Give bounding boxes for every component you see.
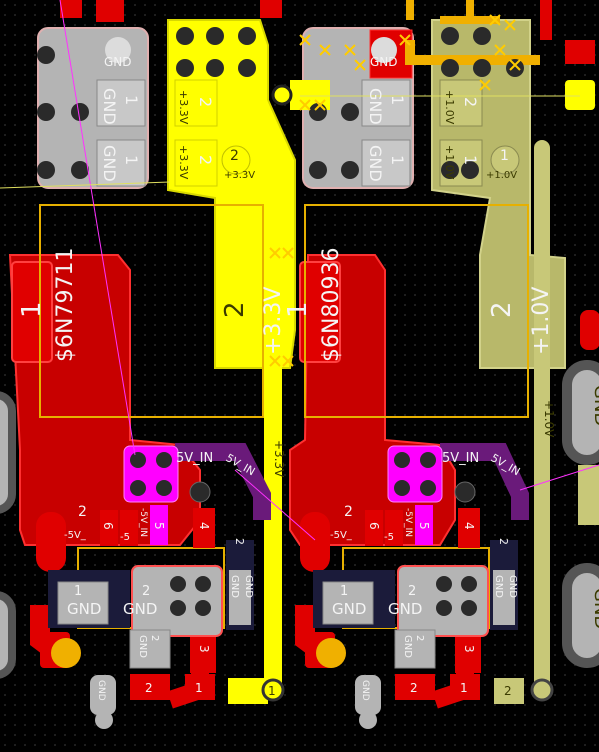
net-5-left: -5	[120, 532, 130, 543]
right-designator: $6N80936	[319, 248, 344, 362]
pin2-left-side: 2	[233, 538, 246, 545]
ic-side-gnd-left: GND	[229, 575, 240, 598]
bottom-pad-1v0-pin: 2	[504, 684, 512, 698]
u2-outline[interactable]	[304, 204, 529, 418]
ic-gnd-right-b: GND	[388, 600, 422, 618]
left-red-pad-1[interactable]	[11, 261, 53, 363]
net-5-right: -5	[384, 532, 394, 543]
purple-5v-trace-left[interactable]	[175, 443, 271, 520]
yellow-pad2-label: 2	[220, 301, 250, 318]
ic-side-gnd-right: GND	[493, 575, 504, 598]
yellow-pad-2-b: 2	[196, 155, 215, 165]
small-pin2-left: 2	[149, 635, 160, 641]
pad-1-label-c: 1	[388, 95, 407, 105]
pin2-right-red: 2	[344, 504, 353, 520]
pin6-right: 6	[367, 522, 381, 530]
net-3v3-label: +3.3V	[261, 287, 286, 355]
yellow-pad-2-a: 2	[196, 97, 215, 107]
olive-pad-1-b: 1	[461, 155, 480, 165]
right-red-pad-1[interactable]	[299, 261, 341, 363]
pad-1-label-d: 1	[388, 155, 407, 165]
via-cluster-left[interactable]	[123, 445, 179, 503]
right-pad1-label: 1	[283, 301, 313, 318]
gnd-pad-label-3: GND	[366, 88, 385, 125]
left-designator: $6N79711	[53, 248, 78, 362]
pin2-right-side: 2	[497, 538, 510, 545]
ic-gnd-left-a: GND	[67, 600, 101, 618]
yellow-via-net: +3.3V	[224, 170, 255, 181]
olive-1v0-trace[interactable]	[534, 140, 550, 700]
bottom-pin2-right: 2	[410, 681, 418, 695]
net-neg5v-in-right: -5V_IN	[403, 508, 413, 537]
left-pad1-label: 1	[17, 301, 47, 318]
via-cluster-right[interactable]	[387, 445, 443, 503]
bottom-pin1-right: 1	[460, 681, 468, 695]
yellow-net-b: +3.3V	[177, 145, 190, 180]
net-1v0-small: +1.0V	[542, 400, 556, 438]
yellow-via-pin: 2	[230, 148, 239, 164]
olive-net-b: +1.0V	[443, 145, 456, 180]
ic-pin2-left: 2	[142, 584, 150, 599]
pin4-right: 4	[462, 522, 476, 530]
net-5v-short-left: -5V_	[64, 530, 87, 541]
pad-1-label-b: 1	[122, 155, 141, 165]
small-pin2-right: 2	[414, 635, 425, 641]
pin5-left: 5	[152, 522, 166, 530]
olive-net-a: +1.0V	[443, 90, 456, 125]
small-gnd-left: GND	[137, 635, 148, 658]
net-5v-in-left: 5V_IN	[176, 451, 213, 466]
net-5v-in-right: 5V_IN	[442, 451, 479, 466]
pin4-left: 4	[197, 522, 211, 530]
small-gnd-right: GND	[402, 635, 413, 658]
pad-1-label-a: 1	[122, 95, 141, 105]
bottom-gnd-left: GND	[96, 680, 106, 701]
gnd-label-topleft: GND	[104, 55, 132, 69]
gnd-pad-label-1: GND	[100, 88, 119, 125]
olive-pad2-label: 2	[487, 301, 517, 318]
gnd-pad-label-4: GND	[366, 145, 385, 182]
gnd-oval-pad-top[interactable]	[562, 360, 599, 465]
yellow-3v3-trace[interactable]	[264, 140, 282, 690]
bottom-pin1-left: 1	[195, 681, 203, 695]
pin3-right: 3	[462, 645, 476, 653]
net-3v3-small: +3.3V	[272, 440, 286, 478]
ic-pin1-left: 1	[74, 584, 82, 599]
purple-5v-trace-right[interactable]	[440, 443, 529, 520]
bottom-pad-3v3-pin: 1	[268, 684, 276, 698]
gnd-oval-top-label: GND	[590, 385, 599, 426]
gnd-label-topmid: GND	[370, 55, 398, 69]
ic-gnd-right-a: GND	[332, 600, 366, 618]
net-5v-short-right: -5V_	[330, 530, 353, 541]
bottom-gnd-right: GND	[360, 680, 370, 701]
net-1v0-label: +1.0V	[529, 287, 554, 355]
bottom-pin2-left: 2	[145, 681, 153, 695]
pin3-left: 3	[197, 645, 211, 653]
yellow-net-a: +3.3V	[177, 90, 190, 125]
olive-pad-2-a: 2	[461, 97, 480, 107]
ic-gnd-left-b: GND	[123, 600, 157, 618]
pin5-right: 5	[417, 522, 431, 530]
ic-pin2-right: 2	[408, 584, 416, 599]
pin6-left: 6	[101, 522, 115, 530]
gnd-oval-pad-bottom[interactable]	[562, 563, 599, 668]
gnd-pad-label-2: GND	[100, 145, 119, 182]
u1-outline[interactable]	[39, 204, 264, 418]
olive-via-pin: 1	[500, 148, 509, 164]
ic-pin1-right: 1	[340, 584, 348, 599]
pin2-left-red: 2	[78, 504, 87, 520]
ic-side-gnd-right-2: GND	[507, 575, 518, 598]
olive-via-net: +1.0V	[486, 170, 517, 181]
gnd-oval-bottom-label: GND	[590, 588, 599, 629]
net-neg5v-in-left: -5V_IN	[138, 508, 148, 537]
ic-side-gnd-left-2: GND	[243, 575, 254, 598]
